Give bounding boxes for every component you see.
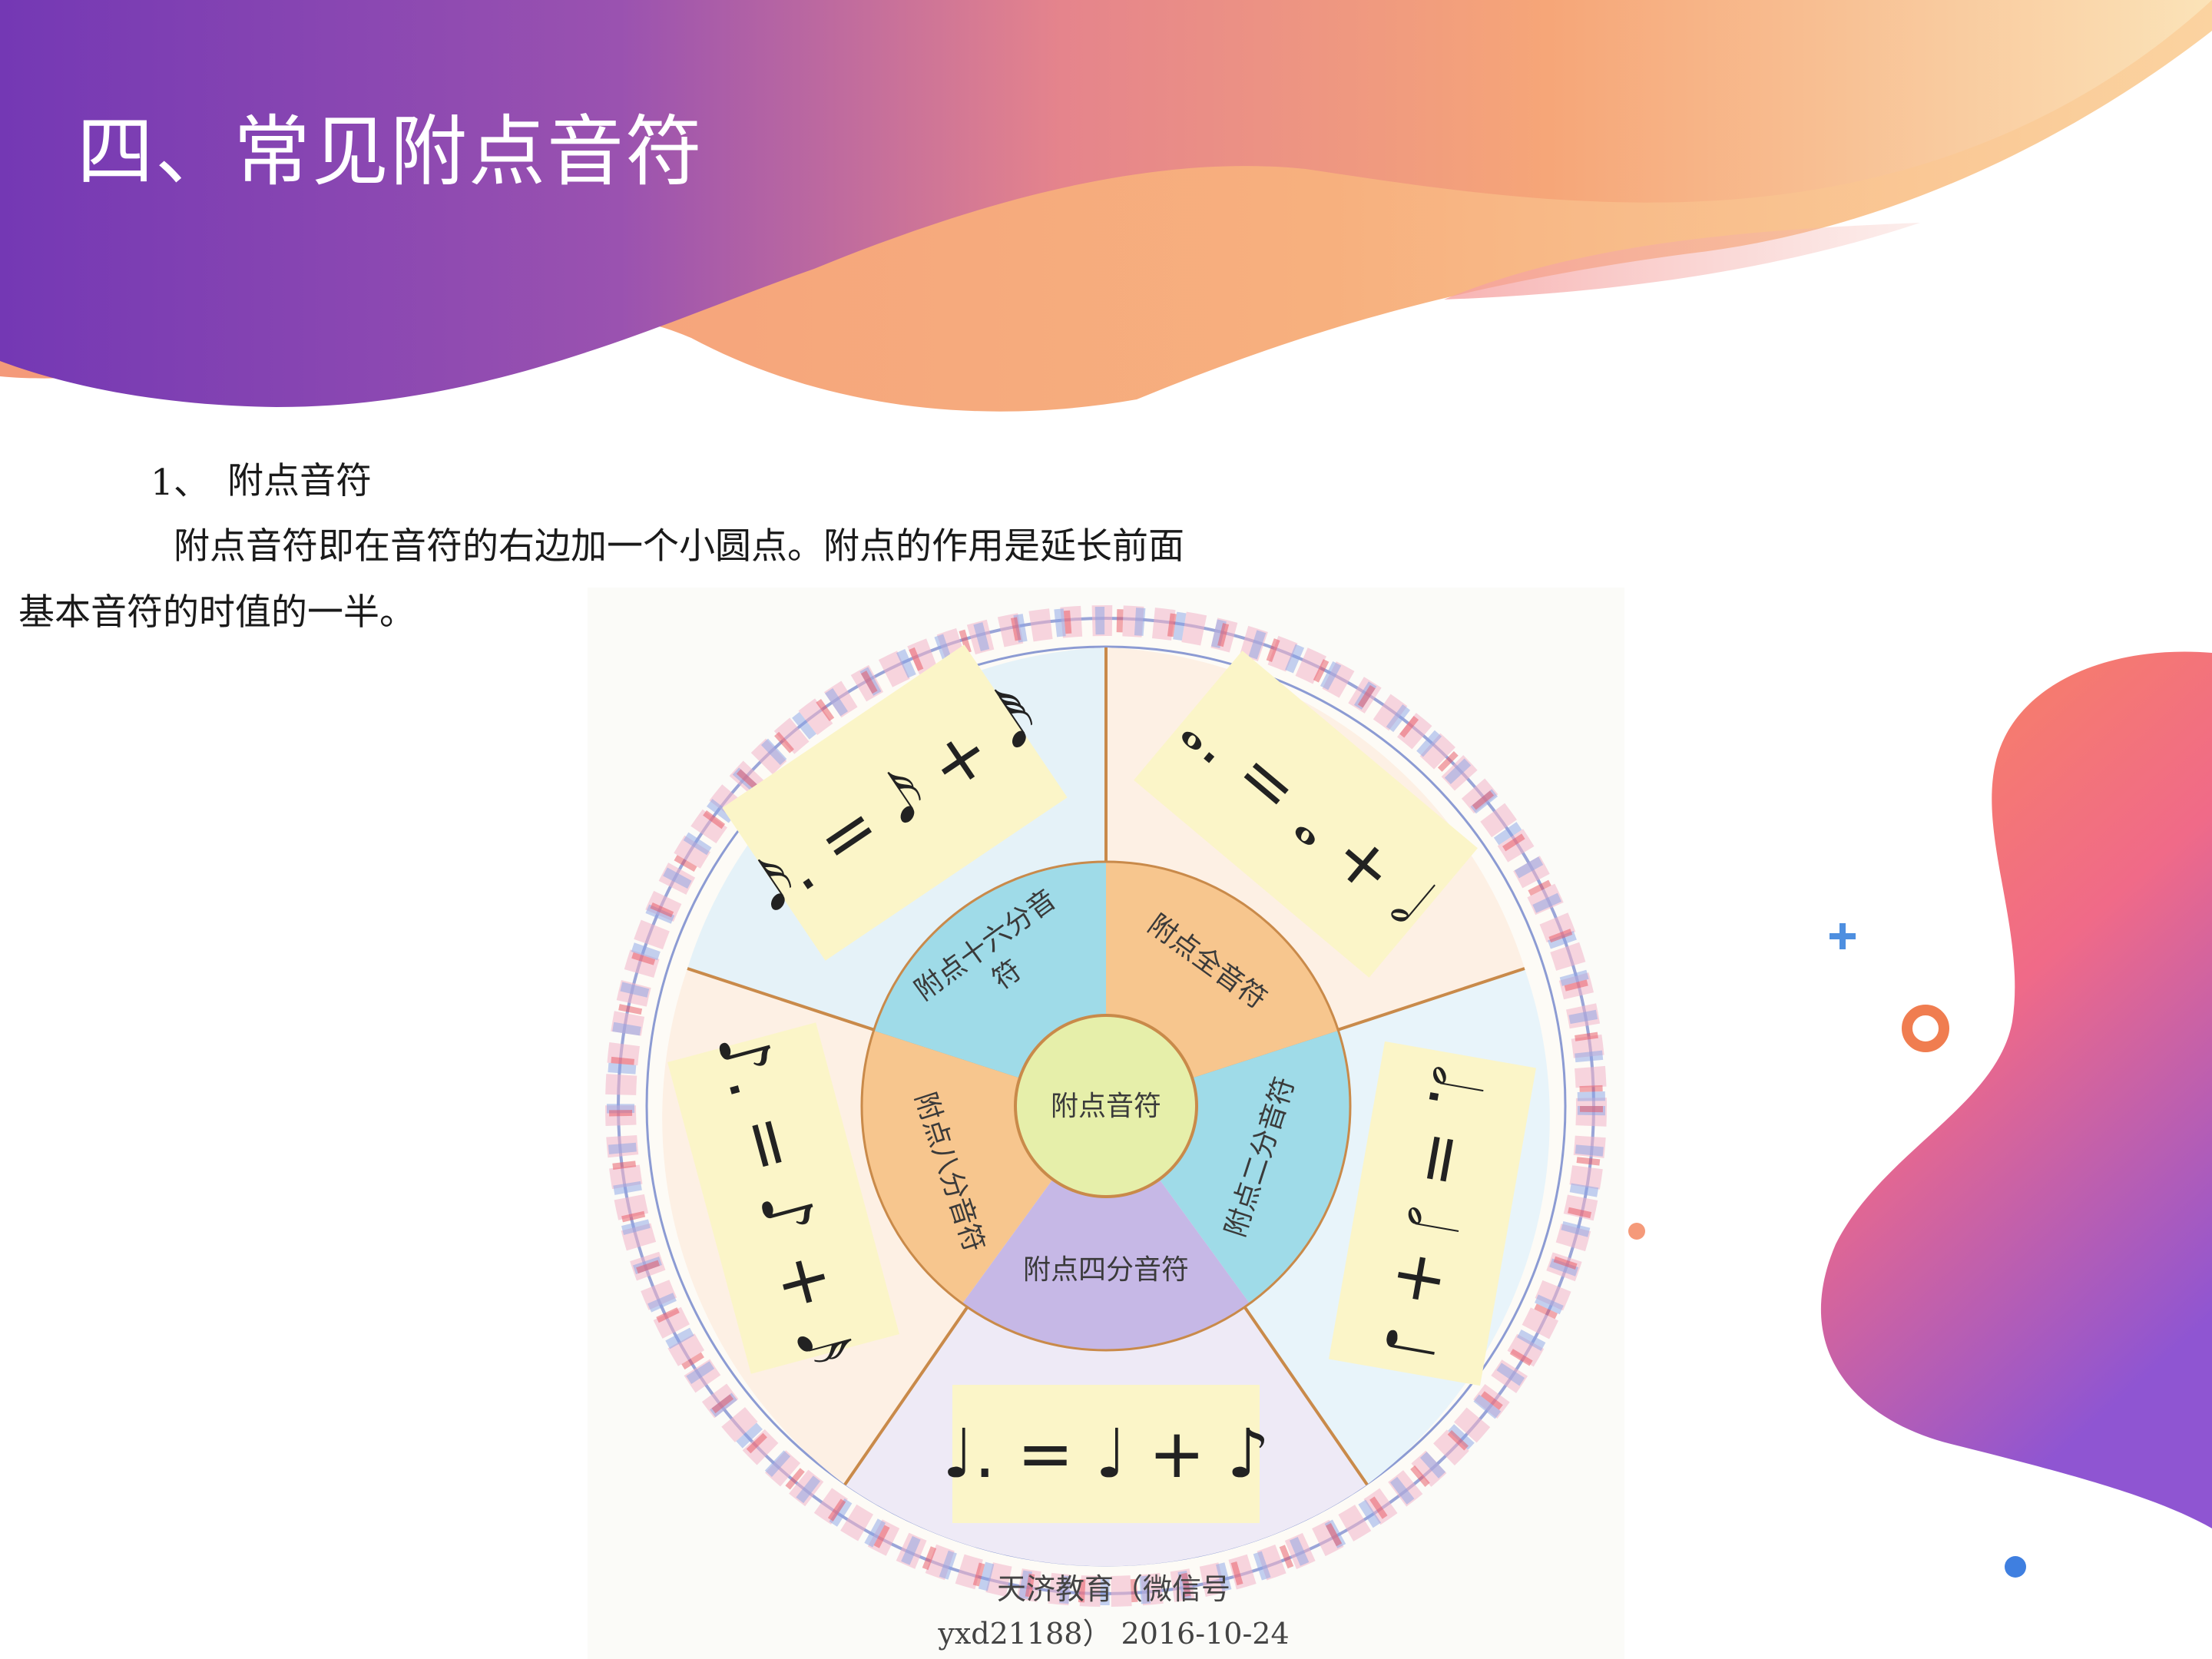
watermark: 天济教育（微信号 yxd21188） 2016-10-24 <box>868 1567 1359 1656</box>
plus-icon <box>1830 923 1856 949</box>
paragraph-line-2: 基本音符的时值的一半。 <box>18 591 416 634</box>
slide-title: 四、常见附点音符 <box>77 107 704 197</box>
paragraph-line-1: 附点音符即在音符的右边加一个小圆点。附点的作用是延长前面 <box>174 525 1184 568</box>
watermark-line-2: yxd21188） 2016-10-24 <box>938 1617 1290 1651</box>
equation-quarter: ♩. = ♩ + ♪ <box>942 1414 1270 1493</box>
ring-icon <box>1902 1005 1949 1052</box>
heading-label: 附点音符 <box>227 460 372 502</box>
wheel-center-circle <box>1014 1014 1198 1198</box>
wheel-center-label: 附点音符 <box>1051 1091 1161 1122</box>
heading-number: 1、 <box>151 462 210 504</box>
note-cards: 𝅘𝅥𝅯. = 𝅘𝅥𝅯 + 𝅘𝅥𝅰 𝅝. = 𝅝 + 𝅗𝅥 𝅗𝅥. = 𝅗𝅥 + … <box>667 644 1536 1523</box>
dot-blue-icon <box>2005 1556 2026 1578</box>
dot-orange-icon <box>1628 1223 1645 1240</box>
watermark-line-1: 天济教育（微信号 <box>996 1572 1230 1606</box>
label-dotted-quarter: 附点四分音符 <box>1023 1254 1189 1286</box>
